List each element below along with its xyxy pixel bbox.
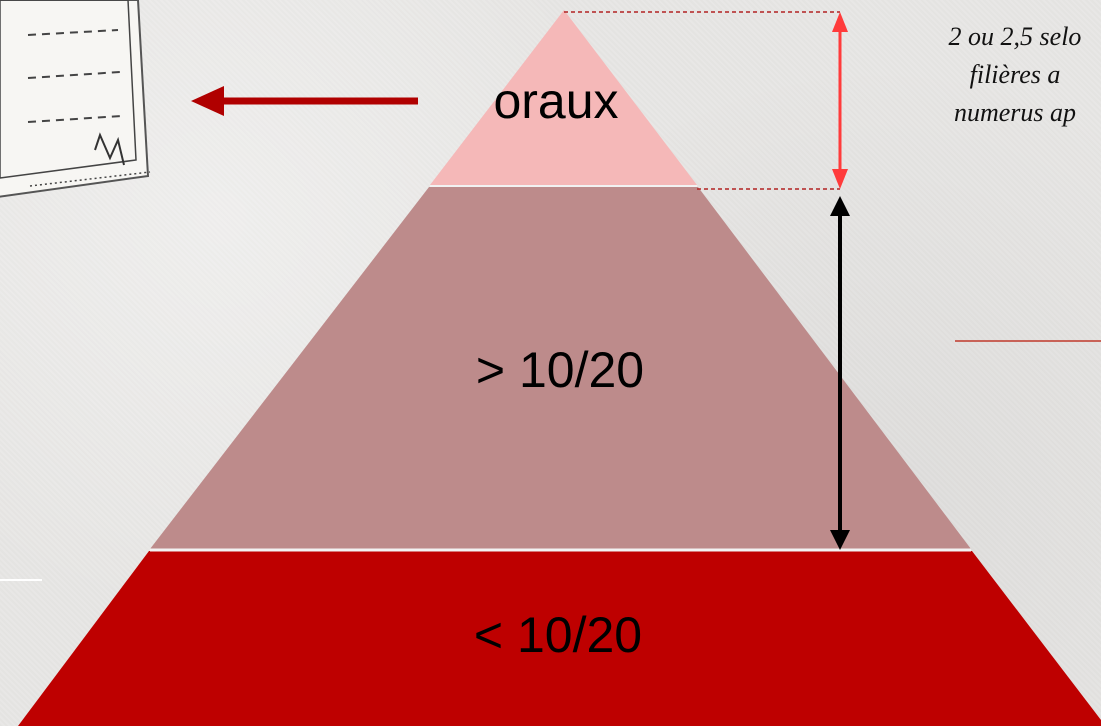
tier-middle-label: > 10/20 <box>475 342 645 398</box>
side-note: 2 ou 2,5 selo filières a numerus ap <box>895 18 1101 132</box>
side-note-line-2: filières a <box>969 60 1061 89</box>
pyramid-tier-bottom <box>18 551 1101 726</box>
side-note-line-1: 2 ou 2,5 selo <box>948 22 1082 51</box>
red-double-arrow-icon <box>832 12 848 189</box>
tier-top-label: oraux <box>493 73 619 129</box>
certificate-sketch-icon <box>0 0 151 198</box>
pyramid-tier-top <box>430 10 697 185</box>
left-arrow-icon <box>191 86 418 116</box>
side-note-line-3: numerus ap <box>953 98 1077 127</box>
black-double-arrow-icon <box>830 196 850 550</box>
tier-bottom-label: < 10/20 <box>473 607 643 663</box>
pyramid-tier-middle <box>150 187 971 549</box>
